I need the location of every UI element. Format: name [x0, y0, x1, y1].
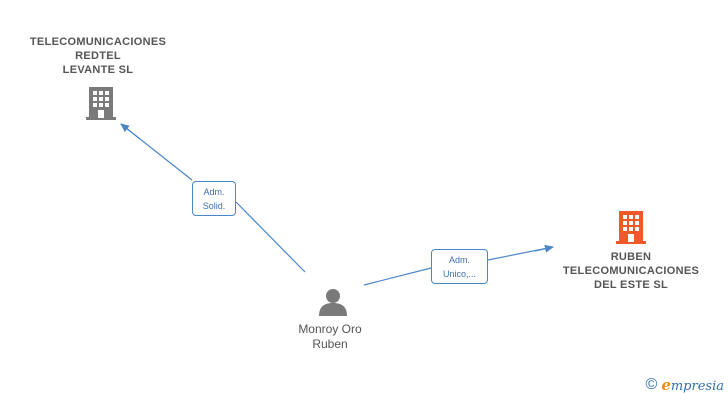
person-icon[interactable] [318, 288, 348, 316]
relation-label-adm-unico[interactable]: Adm. Unico,... [431, 249, 488, 284]
brand-wordmark: empresia [661, 376, 724, 394]
copyright-symbol: © [645, 376, 658, 393]
company-name[interactable]: TELECOMUNICACIONES REDTEL LEVANTE SL [29, 36, 167, 76]
relation-label-adm-solid[interactable]: Adm. Solid. [192, 181, 236, 216]
building-icon[interactable] [85, 86, 117, 120]
edge-arrowhead-ruben [534, 244, 554, 253]
empresia-logo: © empresia [646, 376, 724, 394]
company-name[interactable]: RUBEN TELECOMUNICACIONES DEL ESTE SL [562, 251, 700, 291]
person-name[interactable]: Monroy Oro Ruben [298, 322, 362, 351]
building-icon[interactable] [615, 210, 647, 244]
edge-arrowhead-redtel [120, 123, 141, 140]
